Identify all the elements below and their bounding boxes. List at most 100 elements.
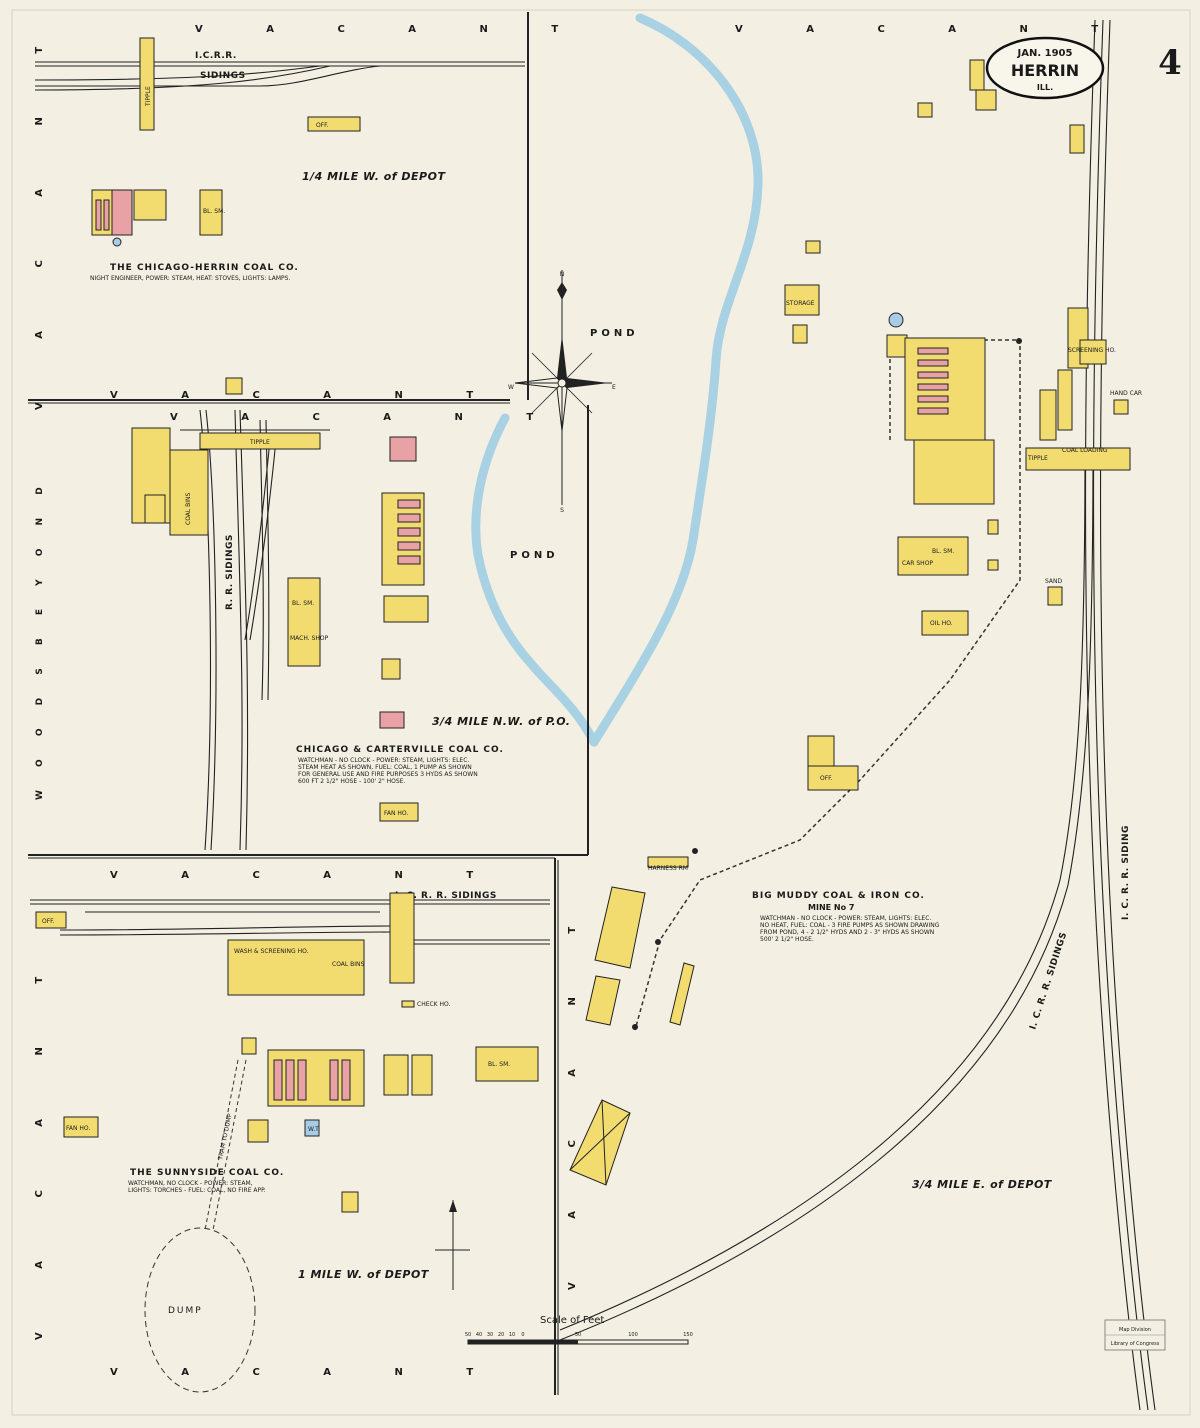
svg-text:BL. SM.: BL. SM. — [932, 548, 954, 555]
vacant-label-left-bottom: V A C A N T — [34, 947, 45, 1340]
svg-text:BL. SM.: BL. SM. — [203, 208, 225, 215]
car-shop-blacksmith[interactable] — [897, 536, 969, 576]
scale-tick-label: 50 — [465, 1332, 471, 1338]
building-a12[interactable] — [594, 886, 646, 969]
sand-house[interactable] — [1047, 586, 1063, 606]
vacant-label-top-left: V A C A N T — [195, 24, 588, 35]
sheet-border — [11, 9, 1191, 1416]
tipple-building[interactable] — [139, 37, 155, 131]
pond-label-north: POND — [590, 328, 639, 339]
svg-text:Library of Congress: Library of Congress — [1111, 1341, 1160, 1347]
compass-east: E — [612, 384, 616, 391]
svg-text:SCREENING HO.: SCREENING HO. — [1068, 347, 1116, 354]
blacksmith-shop-top[interactable] — [199, 189, 223, 236]
svg-text:WATCHMAN, NO CLOCK - POWER: ST: WATCHMAN, NO CLOCK - POWER: STEAM, — [128, 1180, 253, 1187]
svg-text:FAN HO.: FAN HO. — [66, 1125, 90, 1132]
scale-tick-label: 30 — [487, 1332, 493, 1338]
storage-big-muddy[interactable] — [784, 284, 820, 316]
building-a19[interactable] — [585, 975, 621, 1026]
icrr-siding-right — [559, 19, 1156, 1411]
sheet-number: 4 — [1158, 43, 1182, 83]
blacksmith-shop-sunnyside[interactable] — [475, 1046, 539, 1082]
icrr-siding-right-label: I. C. R. R. SIDING — [1121, 825, 1131, 920]
hoisting-engine-house-sunnyside[interactable] — [383, 1054, 409, 1096]
svg-text:COAL LOADING: COAL LOADING — [1062, 447, 1108, 454]
distance-big-muddy: 3/4 MILE E. of DEPOT — [912, 1178, 1053, 1191]
vacant-label-middle-second: V A C A N T — [170, 412, 563, 423]
boiler-house-2[interactable] — [111, 189, 133, 236]
svg-text:Map Division: Map Division — [1119, 1327, 1151, 1333]
hoisting-engine-house-middle[interactable] — [389, 436, 417, 462]
storage-sunnyside[interactable] — [247, 1119, 269, 1143]
svg-text:WATCHMAN - NO CLOCK - POWER: S: WATCHMAN - NO CLOCK - POWER: STEAM, LIGH… — [298, 757, 469, 764]
tipple-sunnyside[interactable] — [389, 892, 415, 984]
mach-shop-building[interactable] — [287, 577, 321, 667]
library-stamp: Map Division Library of Congress — [1104, 1319, 1166, 1351]
vacant-label-left-top: V A C A N T — [34, 17, 45, 410]
vacant-label-bottom: V A C A N T — [110, 870, 503, 881]
screening-house[interactable] — [1079, 339, 1107, 365]
scale-tick-label: 100 — [628, 1332, 638, 1338]
fan-house-north[interactable] — [225, 377, 243, 395]
hoisting-engs-dynamo[interactable] — [913, 439, 995, 505]
svg-text:HAND CAR: HAND CAR — [1110, 390, 1142, 397]
svg-text:LIGHTS: TORCHES - FUEL: COAL,: LIGHTS: TORCHES - FUEL: COAL, NO FIRE AP… — [128, 1187, 266, 1194]
building-a2[interactable] — [917, 102, 933, 118]
engine-dynamo-room[interactable] — [383, 595, 429, 623]
rr-sidings-middle-label: R. R. SIDINGS — [225, 534, 235, 610]
building-a20[interactable] — [669, 962, 695, 1026]
fan-house-middle[interactable] — [379, 802, 419, 822]
scale-tick-label: 40 — [476, 1332, 482, 1338]
svg-text:COAL BINS: COAL BINS — [332, 961, 365, 968]
vacant-label-top-right: V A C A N T — [735, 24, 1128, 35]
section-frame-lines — [28, 12, 589, 1395]
svg-text:TIPPLE: TIPPLE — [1027, 455, 1048, 462]
svg-text:MACH. SHOP: MACH. SHOP — [290, 635, 329, 642]
company-name-chicago-herrin: THE CHICAGO-HERRIN COAL CO. — [110, 263, 299, 273]
svg-text:TIPPLE: TIPPLE — [145, 86, 152, 107]
oil-house-middle[interactable] — [379, 711, 405, 729]
scale-tick-label: 10 — [509, 1332, 515, 1338]
svg-text:OFF.: OFF. — [820, 775, 833, 782]
water-mains — [634, 339, 1021, 1031]
scale-tick-label: 0 — [521, 1332, 524, 1338]
state-name: ILL. — [1037, 83, 1053, 92]
svg-text:WASH & SCREENING HO.: WASH & SCREENING HO. — [234, 948, 309, 955]
hydrant-2 — [655, 939, 661, 945]
tipple-middle[interactable] — [199, 432, 321, 450]
building-a1[interactable] — [975, 89, 997, 111]
svg-text:OFF.: OFF. — [316, 122, 329, 129]
office-building[interactable] — [307, 116, 361, 132]
svg-text:600 FT 2 1/2" HOSE - 100' 2" H: 600 FT 2 1/2" HOSE - 100' 2" HOSE. — [298, 778, 405, 785]
fan-house-sunnyside[interactable] — [63, 1116, 99, 1138]
svg-text:500' 2 1/2" HOSE.: 500' 2 1/2" HOSE. — [760, 936, 814, 943]
water-tank-top — [112, 237, 122, 247]
office-middle[interactable] — [381, 658, 401, 680]
sidings-label-top: SIDINGS — [200, 71, 246, 81]
coal-loading-tipple[interactable] — [1025, 447, 1131, 471]
office-sunnyside[interactable] — [35, 911, 67, 929]
dump-area — [144, 1227, 256, 1393]
svg-text:W.T.: W.T. — [308, 1126, 320, 1133]
wash-screening-house-sunnyside[interactable] — [227, 939, 365, 996]
compass-west: W — [508, 384, 514, 391]
small-shed-sunnyside[interactable] — [341, 1191, 359, 1213]
dump-label: DUMP — [168, 1306, 203, 1316]
coal-bins-building[interactable] — [169, 449, 209, 536]
map-date: JAN. 1905 — [1017, 48, 1073, 59]
vacant-label-middle-top: V A C A N T — [110, 390, 503, 401]
svg-text:OIL HO.: OIL HO. — [930, 620, 953, 627]
water-tank-sunnyside[interactable] — [304, 1119, 320, 1137]
svg-text:COAL BINS: COAL BINS — [185, 492, 192, 525]
water-tank-big-muddy — [888, 312, 904, 328]
mine-number: MINE No 7 — [808, 903, 854, 912]
oil-house-big-muddy[interactable] — [921, 610, 969, 636]
office-big-muddy[interactable] — [807, 765, 859, 791]
chicago-carterville-coal-co: COAL BINS TIPPLE MACH. SHOP BL. SM. FAN … — [131, 377, 570, 822]
hydrant-1 — [692, 848, 698, 854]
hoisting-engine-house[interactable] — [133, 189, 167, 221]
company-name-big-muddy: BIG MUDDY COAL & IRON CO. — [752, 891, 925, 901]
vacant-label-footer: V A C A N T — [110, 1367, 503, 1378]
check-house[interactable] — [401, 1000, 415, 1008]
